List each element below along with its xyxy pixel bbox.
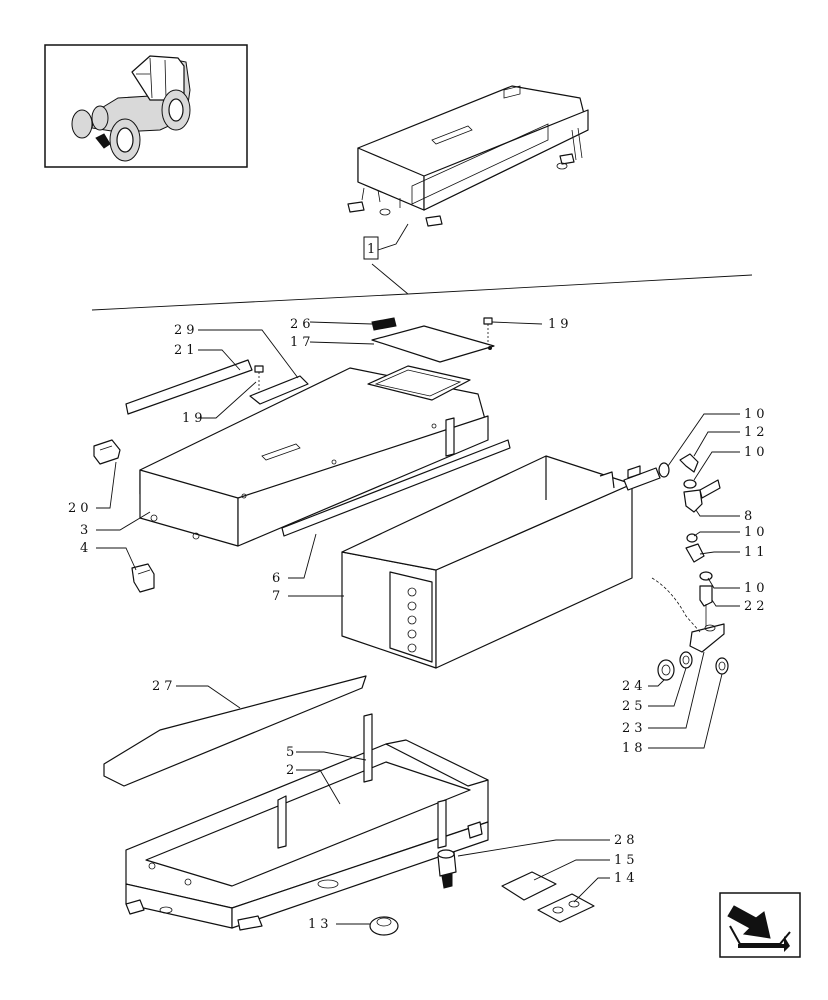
next-page-button[interactable] [719,892,801,958]
callout-19-top: 19 [548,317,573,332]
assembly-reference: 1 [91,223,753,311]
callout-21: 21 [174,343,199,358]
callout-14: 14 [614,871,639,886]
bracket-29 [249,375,309,405]
top-cover [139,365,489,547]
cap-28 [437,849,457,889]
callout-10-c: 10 [744,525,769,540]
callout-20: 20 [68,501,93,516]
callout-18: 18 [622,741,647,756]
assembly-label: 1 [367,242,375,257]
tractor-thumbnail[interactable] [44,44,248,168]
callout-26: 26 [290,317,315,332]
duct-tank [341,455,661,669]
clip-4 [131,563,155,593]
clip-20 [93,439,121,465]
callout-25: 25 [622,699,647,714]
callout-27: 27 [152,679,177,694]
tractor-icon [71,55,191,162]
callout-5: 5 [286,745,298,760]
callout-6: 6 [272,571,284,586]
callout-3: 3 [80,523,92,538]
screw-upper [483,317,493,344]
callout-7: 7 [272,589,284,604]
callout-2: 2 [286,763,298,778]
callout-12: 12 [744,425,769,440]
callout-23: 23 [622,721,647,736]
screw-left [254,365,264,392]
callout-24: 24 [622,679,647,694]
callout-10-d: 10 [744,581,769,596]
assembled-box [347,85,589,227]
callout-8: 8 [744,509,756,524]
cover-plate [371,317,495,363]
callout-labels: 26 17 19 29 21 19 20 3 4 6 7 10 12 10 8 … [68,317,769,932]
callout-10-b: 10 [744,445,769,460]
valve-stack [651,453,725,653]
leader-lines [96,321,740,925]
plate-14 [537,893,595,923]
callout-13: 13 [308,917,333,932]
callout-4: 4 [80,541,92,556]
callout-28: 28 [614,833,639,848]
seal-strip-21 [125,359,253,415]
next-page-arrow-icon [727,905,791,952]
lid-27 [103,675,367,787]
lower-tray [125,713,489,931]
grommet-13 [369,916,399,936]
callout-29: 29 [174,323,199,338]
callout-10-a: 10 [744,407,769,422]
washers [657,651,729,681]
callout-22: 22 [744,599,769,614]
plate-15 [501,871,557,901]
callout-17: 17 [290,335,315,350]
callout-15: 15 [614,853,639,868]
callout-19-left: 19 [182,411,207,426]
callout-11: 11 [744,545,769,560]
seal-strip-6 [281,439,511,537]
